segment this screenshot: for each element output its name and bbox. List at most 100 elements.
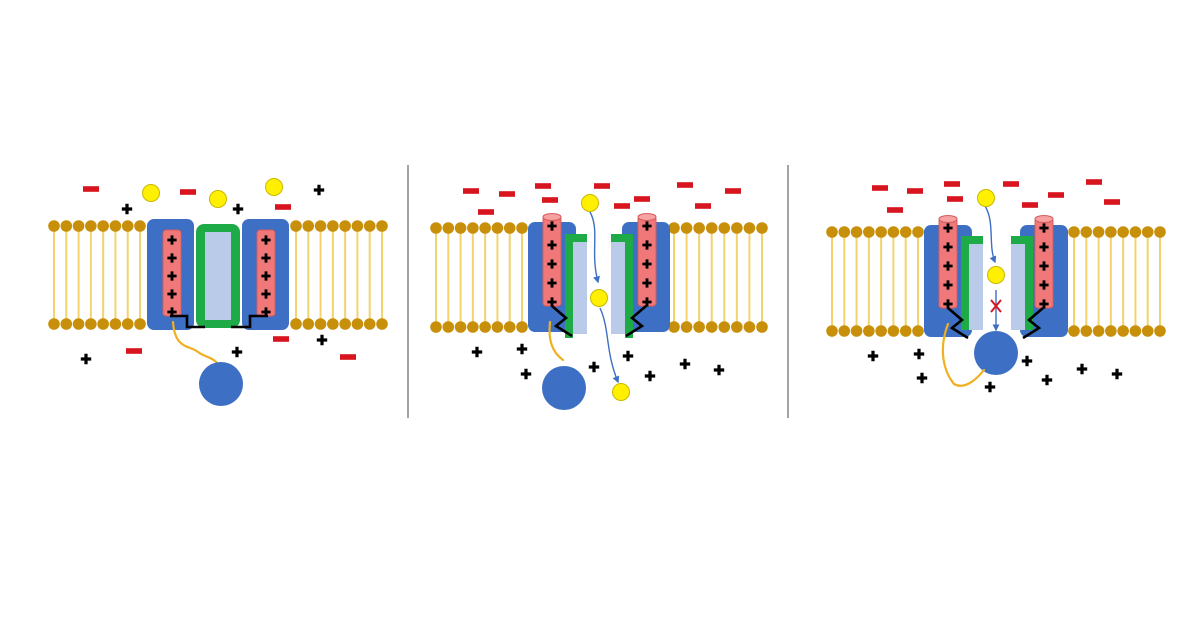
lipid-head [314, 220, 327, 232]
plus-charge-icon [943, 261, 953, 271]
lipid-head [376, 318, 388, 330]
lipid-head [60, 318, 73, 330]
lipid-head [454, 321, 467, 333]
plus-charge-icon [547, 221, 557, 231]
membrane-segment [668, 222, 768, 333]
lipid-head [85, 220, 97, 232]
gate-linker [231, 314, 268, 329]
lipid-head [442, 321, 455, 333]
plus-charge-icon [1076, 363, 1088, 375]
lipid-head [109, 220, 122, 232]
plus-charge-icon [547, 259, 557, 269]
lipid-head [134, 220, 146, 232]
voltage-sensor-helix [542, 213, 562, 307]
voltage-sensor-helix [637, 213, 657, 307]
lipid-head [899, 325, 912, 337]
lipid-head [1105, 325, 1117, 337]
minus-charge-icon [907, 188, 923, 194]
lipid-head [1068, 226, 1080, 238]
blocked-x-stroke [990, 299, 1002, 313]
lipid-head [743, 222, 756, 234]
sensor-cap [542, 213, 562, 221]
plus-charge-icon [231, 346, 243, 358]
lipid-head [912, 325, 924, 337]
lipid-head [302, 318, 315, 330]
membrane-segment [826, 226, 924, 337]
ion-icon [977, 189, 995, 207]
minus-charge-icon [478, 209, 494, 215]
lipid-head [479, 321, 491, 333]
minus-charge-icon [614, 203, 630, 209]
pore-right [611, 242, 625, 334]
lipid-head [1092, 325, 1105, 337]
minus-charge-icon [594, 183, 610, 189]
lipid-head [72, 220, 85, 232]
lipid-head [718, 321, 731, 333]
plus-charge-icon [588, 361, 600, 373]
lipid-head [743, 321, 756, 333]
tether-chain [941, 322, 986, 387]
plus-charge-icon [167, 289, 177, 299]
sensor-cap [637, 213, 657, 221]
lipid-head [705, 222, 718, 234]
minus-charge-icon [463, 188, 479, 194]
minus-charge-icon [535, 183, 551, 189]
gate-linker [1022, 307, 1044, 340]
plus-charge-icon [1039, 223, 1049, 233]
lipid-head [1141, 325, 1154, 337]
lipid-head [731, 321, 743, 333]
flow-arrow-icon [589, 211, 600, 284]
lipid-head [454, 222, 467, 234]
lipid-head [756, 321, 768, 333]
lipid-head [693, 321, 705, 333]
plus-charge-icon [80, 353, 92, 365]
lipid-head [875, 325, 887, 337]
lipid-head [351, 318, 364, 330]
plus-charge-icon [913, 348, 925, 360]
pore [205, 232, 231, 320]
lipid-head [1068, 325, 1080, 337]
plus-charge-icon [167, 271, 177, 281]
minus-charge-icon [126, 348, 142, 354]
plus-charge-icon [642, 259, 652, 269]
pore-left [573, 242, 587, 334]
sensor-cap [1034, 215, 1054, 223]
gate-linker [625, 305, 647, 338]
lipid-head [376, 220, 388, 232]
lipid-head [363, 220, 376, 232]
gate-linker [947, 307, 969, 340]
lipid-head [850, 226, 863, 238]
plus-charge-icon [316, 334, 328, 346]
lipid-head [491, 321, 504, 333]
lipid-head [48, 220, 60, 232]
lipid-head [1154, 226, 1166, 238]
plus-charge-icon [547, 278, 557, 288]
gate-linker [551, 305, 573, 338]
minus-charge-icon [887, 207, 903, 213]
lipid-head [1117, 226, 1129, 238]
lipid-head [1117, 325, 1129, 337]
gate-linker [170, 314, 205, 329]
plus-charge-icon [121, 203, 133, 215]
ion-icon [209, 190, 227, 208]
lipid-head [680, 321, 693, 333]
plus-charge-icon [516, 343, 528, 355]
plus-charge-icon [943, 299, 953, 309]
minus-charge-icon [944, 181, 960, 187]
membrane-segment [430, 222, 528, 333]
minus-charge-icon [695, 203, 711, 209]
sensor-cap [938, 215, 958, 223]
lipid-head [60, 220, 73, 232]
flow-arrow-icon [984, 205, 997, 264]
lipid-head [430, 222, 442, 234]
lipid-head [134, 318, 146, 330]
lipid-head [850, 325, 863, 337]
ion-icon [265, 178, 283, 196]
minus-charge-icon [542, 197, 558, 203]
lipid-head [516, 321, 528, 333]
plus-charge-icon [943, 280, 953, 290]
lipid-head [1080, 325, 1093, 337]
lipid-head [363, 318, 376, 330]
plus-charge-icon [713, 364, 725, 376]
